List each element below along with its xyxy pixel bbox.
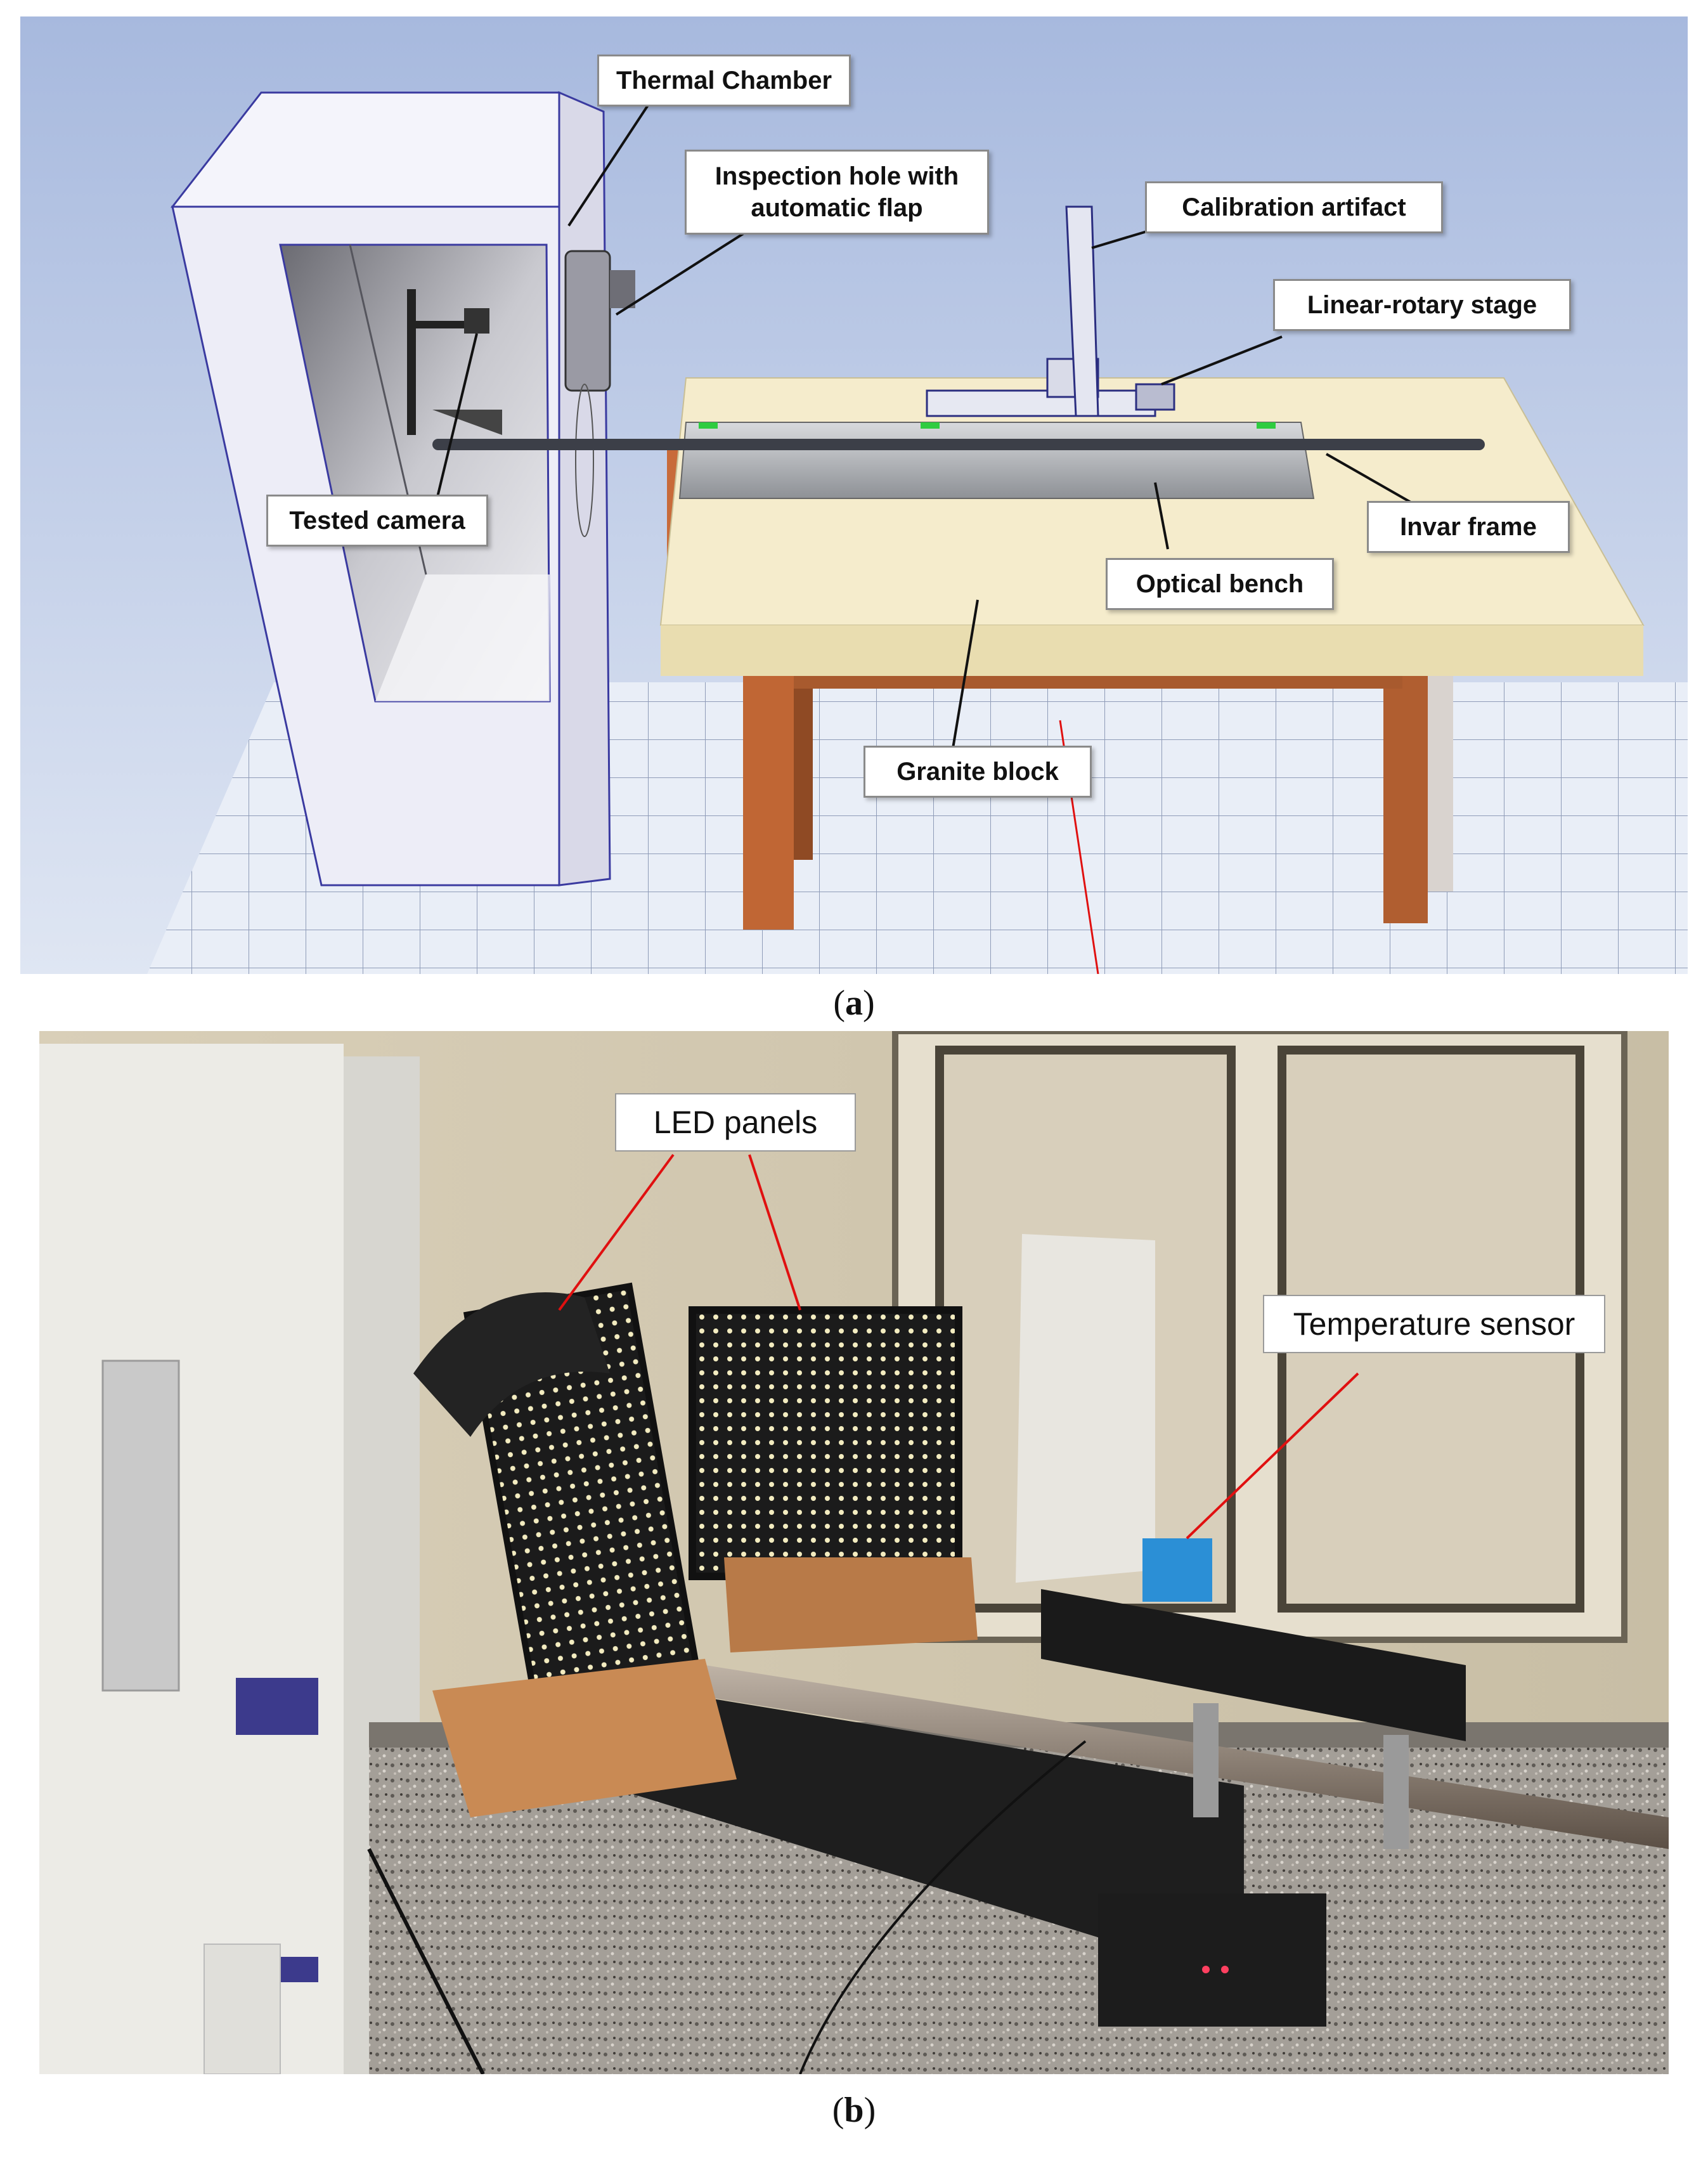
red-leader-lines [558, 1153, 1359, 1540]
box-left [432, 1659, 737, 1817]
label-inspection-hole: Inspection hole with automatic flap [685, 150, 989, 235]
caption-b: (b) [832, 2091, 876, 2130]
label-temperature-sensor: Temperature sensor [1263, 1295, 1605, 1353]
temperature-sensor-cube [1142, 1538, 1212, 1602]
panel-b-photo: LED panels Temperature sensor [39, 1031, 1669, 2074]
label-thermal-chamber: Thermal Chamber [597, 55, 851, 107]
label-granite-block: Granite block [864, 746, 1092, 798]
label-optical-bench: Optical bench [1106, 558, 1334, 610]
bench-shape [432, 422, 1485, 499]
leader-lines [434, 104, 1416, 753]
chamber-cabinet [39, 1044, 420, 2074]
label-invar-frame: Invar frame [1367, 501, 1570, 553]
lab-photo-scene [39, 1031, 1669, 2074]
box-right [724, 1557, 978, 1652]
invar-rod [432, 439, 1485, 450]
label-linear-rotary-stage: Linear-rotary stage [1273, 279, 1571, 331]
caption-a: (a) [833, 983, 875, 1023]
panel-a-cad-render: Thermal Chamber Inspection hole with aut… [20, 16, 1688, 974]
label-inspection-hole-line2: automatic flap [751, 194, 923, 222]
electronics-box [1098, 1893, 1326, 2027]
led-panel-right [689, 1306, 962, 1580]
stage-artifact-shape [926, 205, 1175, 417]
calibration-plate [1016, 1234, 1155, 1583]
label-calibration-artifact: Calibration artifact [1145, 181, 1443, 233]
label-tested-camera: Tested camera [266, 495, 488, 547]
label-inspection-hole-line1: Inspection hole with [715, 162, 959, 190]
thermal-chamber-shape [170, 91, 635, 886]
stage [1041, 1589, 1466, 1741]
label-led-panels: LED panels [615, 1093, 856, 1152]
